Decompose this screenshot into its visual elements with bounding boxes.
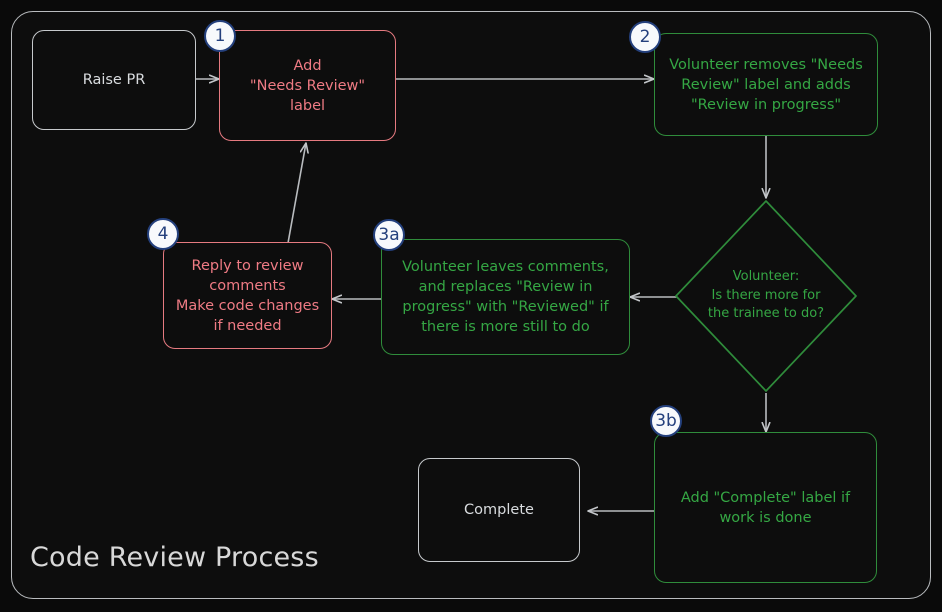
step-badge-3b-text: 3b (655, 411, 677, 431)
diagram-title: Code Review Process (30, 542, 319, 573)
node-raise-pr-label: Raise PR (82, 72, 146, 88)
node-volunteer-leaves-comments-text: Volunteer leaves comments,and replaces "… (402, 259, 609, 335)
step-badge-4: 4 (147, 218, 179, 250)
node-add-needs-review-label-text: Add"Needs Review"label (249, 57, 366, 114)
step-badge-2-text: 2 (639, 27, 651, 47)
step-badge-1-text: 1 (214, 26, 226, 46)
step-badge-3a: 3a (373, 219, 405, 251)
step-badge-3b: 3b (650, 405, 682, 437)
step-badge-3a-text: 3a (378, 225, 400, 245)
node-complete[interactable]: Complete (418, 458, 580, 562)
step-badge-1: 1 (204, 20, 236, 52)
node-add-needs-review-label[interactable]: Add"Needs Review"label (219, 30, 396, 141)
diamond-shape (675, 200, 857, 392)
step-badge-2: 2 (629, 21, 661, 53)
node-complete-label: Complete (464, 502, 534, 518)
node-volunteer-leaves-comments[interactable]: Volunteer leaves comments,and replaces "… (381, 239, 630, 355)
node-raise-pr[interactable]: Raise PR (32, 30, 196, 130)
step-badge-4-text: 4 (157, 224, 169, 244)
